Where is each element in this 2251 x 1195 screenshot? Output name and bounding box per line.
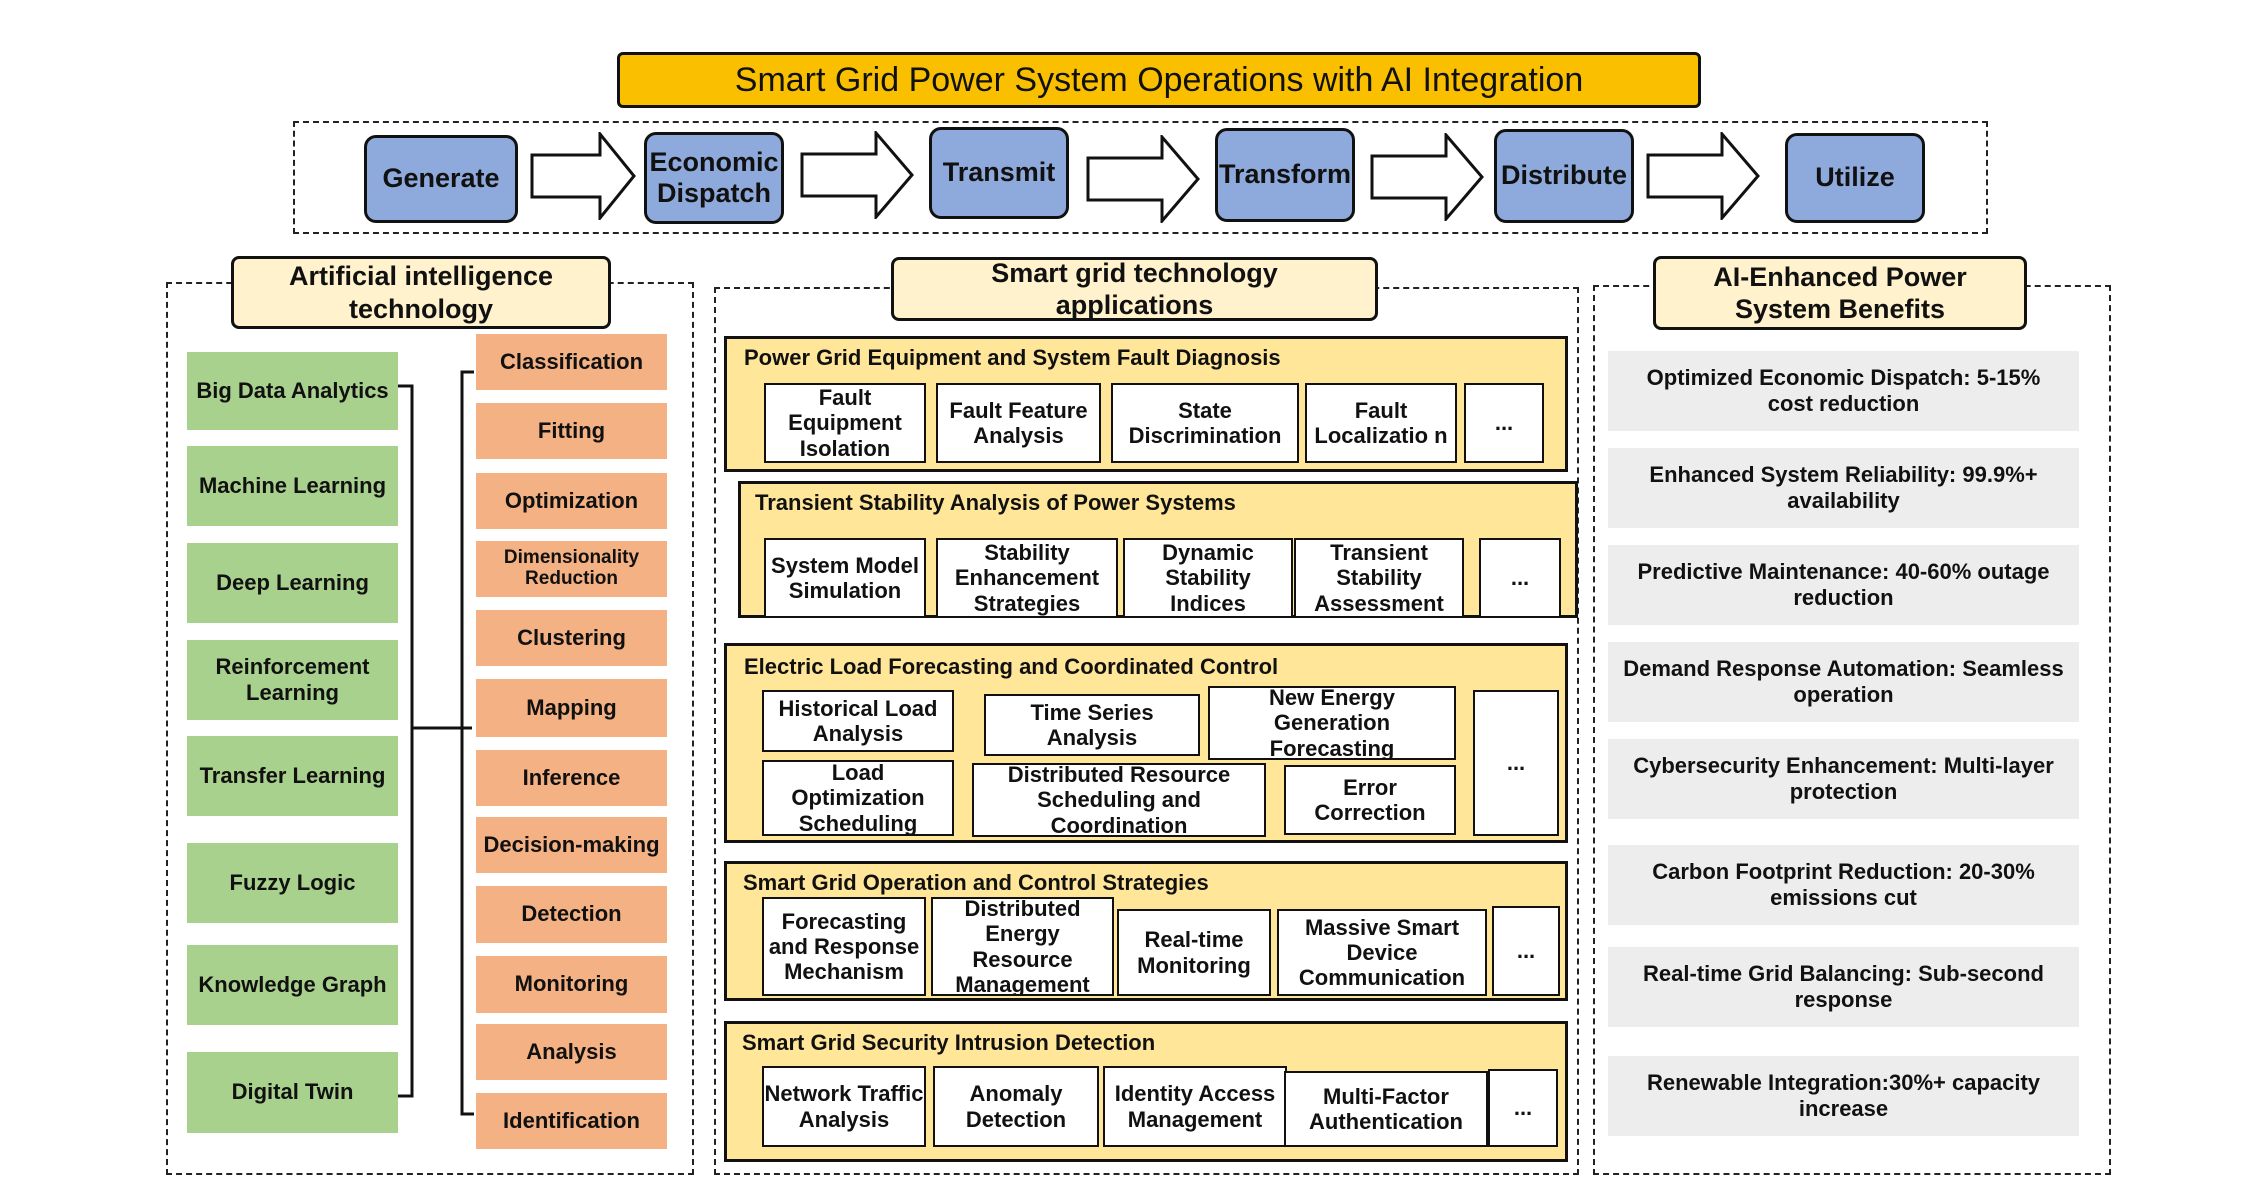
flow-arrow-4: [1370, 133, 1484, 221]
flow-arrow-3: [1086, 135, 1200, 223]
item-new-energy-generation-forecasting: New Energy Generation Forecasting: [1208, 686, 1456, 760]
function-decision-making: Decision-making: [476, 817, 667, 873]
section-title-security-intrusion-detection: Smart Grid Security Intrusion Detection: [742, 1030, 1156, 1055]
function-analysis: Analysis: [476, 1024, 667, 1080]
flow-step-transform: Transform: [1215, 128, 1355, 222]
item-fault-feature-analysis: Fault Feature Analysis: [936, 383, 1101, 463]
item-stability-enhancement-strategies: Stability Enhancement Strategies: [936, 538, 1118, 618]
flow-step-economic-dispatch: Economic Dispatch: [644, 132, 784, 224]
item-error-correction: Error Correction: [1284, 765, 1456, 835]
item-system-model-simulation: System Model Simulation: [764, 538, 926, 618]
item-operation-control-more: ...: [1492, 906, 1560, 996]
applications-header: Smart grid technology applications: [891, 257, 1378, 321]
flow-container: [293, 121, 1988, 234]
item-historical-load-analysis: Historical Load Analysis: [762, 690, 954, 752]
benefit-carbon-footprint: Carbon Footprint Reduction: 20-30% emiss…: [1608, 845, 2079, 925]
tech-digital-twin: Digital Twin: [187, 1052, 398, 1133]
item-distributed-energy-resource-management: Distributed Energy Resource Management: [931, 897, 1114, 996]
tech-reinforcement-learning: Reinforcement Learning: [187, 640, 398, 720]
function-classification: Classification: [476, 334, 667, 390]
item-dynamic-stability-indices: Dynamic Stability Indices: [1123, 538, 1293, 618]
benefit-system-reliability: Enhanced System Reliability: 99.9%+ avai…: [1608, 448, 2079, 528]
ai-bracket-connector: [398, 370, 474, 1116]
tech-deep-learning: Deep Learning: [187, 543, 398, 623]
benefit-grid-balancing: Real-time Grid Balancing: Sub-second res…: [1608, 947, 2079, 1027]
item-load-optimization-scheduling: Load Optimization Scheduling: [762, 760, 954, 836]
flow-step-utilize: Utilize: [1785, 133, 1925, 223]
item-time-series-analysis: Time Series Analysis: [984, 694, 1200, 756]
item-multi-factor-authentication: Multi-Factor Authentication: [1284, 1071, 1488, 1147]
flow-step-generate: Generate: [364, 135, 518, 223]
section-title-transient-stability: Transient Stability Analysis of Power Sy…: [755, 490, 1236, 515]
flow-arrow-1: [530, 132, 636, 220]
item-transient-stability-assessment: Transient Stability Assessment: [1294, 538, 1464, 618]
function-inference: Inference: [476, 750, 667, 806]
item-fault-localization: Fault Localizatio n: [1305, 383, 1457, 463]
section-title-fault-diagnosis: Power Grid Equipment and System Fault Di…: [744, 345, 1281, 370]
flow-step-transmit: Transmit: [929, 127, 1069, 219]
item-security-detection-more: ...: [1488, 1069, 1558, 1147]
benefits-header: AI-Enhanced Power System Benefits: [1653, 256, 2027, 330]
function-mapping: Mapping: [476, 679, 667, 737]
function-dimensionality-reduction: Dimensionality Reduction: [476, 541, 667, 597]
tech-knowledge-graph: Knowledge Graph: [187, 945, 398, 1025]
item-network-traffic-analysis: Network Traffic Analysis: [762, 1066, 926, 1147]
item-fault-equipment-isolation: Fault Equipment Isolation: [764, 383, 926, 463]
flow-arrow-2: [800, 131, 914, 219]
function-clustering: Clustering: [476, 610, 667, 666]
benefit-cybersecurity: Cybersecurity Enhancement: Multi-layer p…: [1608, 739, 2079, 819]
function-monitoring: Monitoring: [476, 956, 667, 1013]
item-identity-access-management: Identity Access Management: [1103, 1066, 1287, 1147]
diagram-title: Smart Grid Power System Operations with …: [617, 52, 1701, 108]
ai-technology-header: Artificial intelligence technology: [231, 256, 611, 329]
function-optimization: Optimization: [476, 473, 667, 529]
item-load-forecasting-more: ...: [1473, 690, 1559, 836]
section-title-operation-control: Smart Grid Operation and Control Strateg…: [743, 870, 1209, 895]
tech-big-data-analytics: Big Data Analytics: [187, 352, 398, 430]
tech-machine-learning: Machine Learning: [187, 446, 398, 526]
tech-fuzzy-logic: Fuzzy Logic: [187, 843, 398, 923]
benefit-economic-dispatch: Optimized Economic Dispatch: 5-15% cost …: [1608, 351, 2079, 431]
item-state-discrimination: State Discrimination: [1111, 383, 1299, 463]
item-real-time-monitoring: Real-time Monitoring: [1117, 909, 1271, 996]
function-fitting: Fitting: [476, 403, 667, 459]
section-title-load-forecasting: Electric Load Forecasting and Coordinate…: [744, 654, 1279, 679]
function-identification: Identification: [476, 1093, 667, 1149]
function-detection: Detection: [476, 886, 667, 943]
item-transient-stability-more: ...: [1479, 538, 1561, 618]
tech-transfer-learning: Transfer Learning: [187, 736, 398, 816]
item-massive-smart-device-communication: Massive Smart Device Communication: [1277, 909, 1487, 996]
benefit-demand-response: Demand Response Automation: Seamless ope…: [1608, 642, 2079, 722]
item-forecasting-response-mechanism: Forecasting and Response Mechanism: [762, 897, 926, 996]
flow-arrow-5: [1646, 132, 1760, 220]
item-fault-diagnosis-more: ...: [1464, 383, 1544, 463]
benefit-renewable-integration: Renewable Integration:30%+ capacity incr…: [1608, 1056, 2079, 1136]
flow-step-distribute: Distribute: [1494, 129, 1634, 223]
item-anomaly-detection: Anomaly Detection: [933, 1066, 1099, 1147]
item-distributed-resource-scheduling: Distributed Resource Scheduling and Coor…: [972, 763, 1266, 837]
benefit-predictive-maintenance: Predictive Maintenance: 40-60% outage re…: [1608, 545, 2079, 625]
